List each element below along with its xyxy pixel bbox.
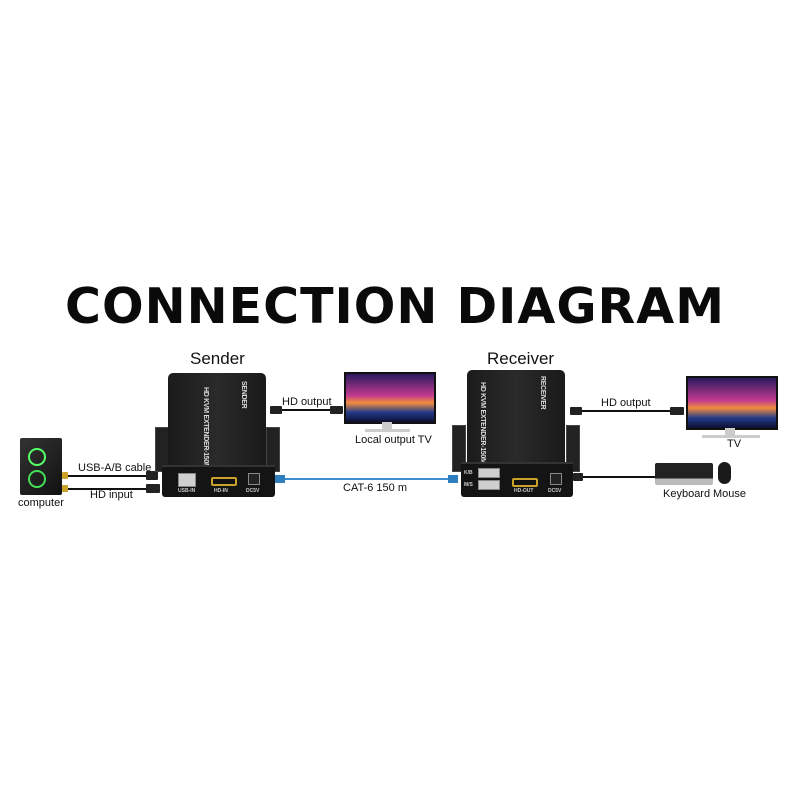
receiver-hd-output-cable [576, 410, 682, 412]
sender-label: Sender [190, 349, 245, 368]
hd-input-cable [68, 488, 156, 490]
dc-port [550, 473, 562, 485]
mounting-ear [452, 425, 466, 472]
sender-side-text: SENDER [240, 381, 247, 409]
hd-input-label: HD input [90, 489, 133, 501]
local-tv-monitor-icon [344, 372, 436, 424]
receiver-hd-output-label: HD output [601, 397, 651, 409]
port-label: HD-IN [214, 488, 228, 494]
usb-a-port-keyboard [478, 468, 500, 478]
cat6-cable [282, 478, 454, 480]
port-label: DC5V [246, 488, 260, 494]
usb-keyboard-mouse-cable [578, 476, 655, 478]
receiver-model-text: HD KVM EXTENDER-150M [479, 382, 486, 464]
sender-model-text: HD KVM EXTENDER-150M [202, 387, 209, 469]
local-tv-label: Local output TV [355, 434, 432, 446]
receiver-side-text: RECEIVER [539, 376, 546, 410]
sender-front-panel: USB-IN HD-IN DC5V [162, 465, 275, 497]
computer-tower-icon [20, 438, 62, 495]
tv-label: TV [727, 438, 742, 450]
hdmi-out-port [512, 478, 538, 487]
port-label: K/B [464, 470, 473, 476]
usb-cable [68, 475, 156, 477]
usb-cable-label: USB-A/B cable [78, 462, 152, 474]
usb-b-port [178, 473, 196, 487]
tv-monitor-icon [686, 376, 778, 430]
port-label: DC5V [548, 488, 562, 494]
keyboard-label: Keyboard [663, 488, 711, 500]
port-label: M/S [464, 482, 473, 488]
usb-a-port-mouse [478, 480, 500, 490]
sender-hd-output-cable [276, 409, 342, 411]
port-label: HD-OUT [514, 488, 534, 494]
receiver-device: HD KVM EXTENDER-150M RECEIVER [467, 370, 565, 464]
mouse-icon [718, 462, 731, 484]
receiver-front-panel: K/B M/S HD-OUT DC5V [461, 462, 573, 497]
cat6-label: CAT-6 150 m [343, 482, 407, 494]
sender-device: HD KVM EXTENDER-150M SENDER [168, 373, 266, 469]
receiver-label: Receiver [487, 349, 555, 368]
mounting-ear [566, 425, 580, 472]
keyboard-icon [655, 463, 713, 485]
mouse-label: Mouse [713, 488, 747, 500]
sender-hd-output-label: HD output [282, 396, 332, 408]
port-label: USB-IN [178, 488, 196, 494]
diagram-title: CONNECTION DIAGRAM [65, 278, 725, 335]
hdmi-in-port [211, 477, 237, 486]
dc-port [248, 473, 260, 485]
computer-label: computer [18, 497, 64, 509]
